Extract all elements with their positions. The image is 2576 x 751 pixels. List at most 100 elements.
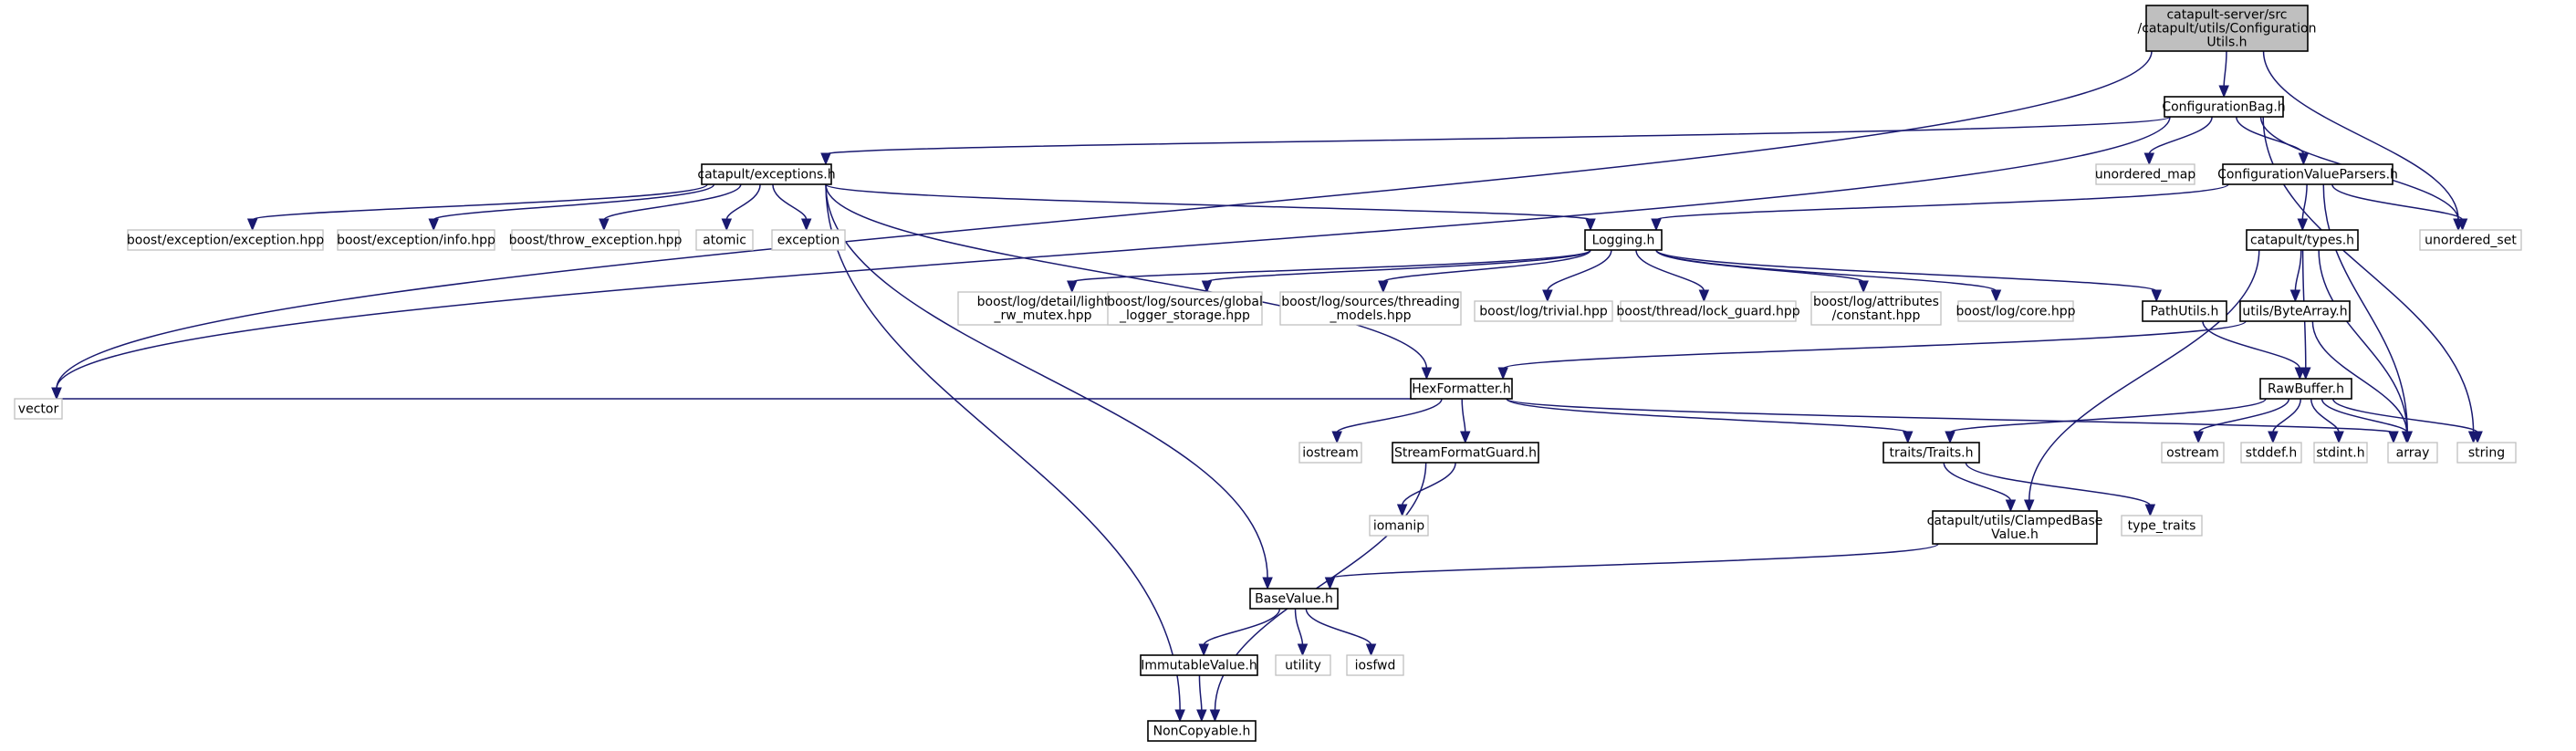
edge-logging-to-lock_guard (1635, 249, 1710, 303)
arrowhead (1378, 280, 1389, 294)
arrowhead (1421, 367, 1433, 381)
arrowhead (2005, 499, 2017, 513)
edge-rawbuffer-to-string (2331, 398, 2483, 444)
node-info_hpp: boost/exception/info.hpp (337, 229, 495, 251)
node-label-line: boost/exception/exception.hpp (127, 234, 324, 248)
arrowhead (1201, 280, 1213, 294)
node-box (2161, 442, 2225, 464)
edge-rawbuffer-to-stddef (2268, 398, 2302, 444)
edge-exceptions-to-exception (772, 183, 812, 232)
edge-basevalue-to-iosfwd (1305, 608, 1377, 657)
arrowhead (1067, 280, 1078, 294)
edge-exceptions-to-noncopyable (825, 183, 1185, 723)
node-configbag[interactable]: ConfigurationBag.h (2162, 96, 2286, 118)
node-label-line: iomanip (1373, 519, 1424, 534)
node-noncopyable[interactable]: NonCopyable.h (1147, 720, 1257, 742)
node-box (1346, 654, 1404, 676)
node-string: string (2456, 442, 2517, 464)
node-rawbuffer[interactable]: RawBuffer.h (2259, 378, 2352, 400)
node-box (1932, 510, 2098, 545)
edges-layer (51, 50, 2483, 723)
node-box (2313, 442, 2368, 464)
node-box (1369, 515, 1429, 537)
node-pathutils[interactable]: PathUtils.h (2142, 300, 2227, 322)
node-stdint: stdint.h (2313, 442, 2368, 464)
arrowhead (1297, 643, 1309, 657)
node-basevalue[interactable]: BaseValue.h (1249, 588, 1339, 610)
node-hexformatter[interactable]: HexFormatter.h (1410, 378, 1513, 400)
arrowhead (2218, 85, 2229, 99)
node-cvparsers[interactable]: ConfigurationValueParsers.h (2217, 163, 2398, 185)
node-box (511, 229, 680, 251)
arrowhead (2456, 218, 2468, 232)
arrowhead (2143, 152, 2155, 166)
node-label-line: /catapult/utils/Configuration (2137, 22, 2316, 37)
node-label-line: _models.hpp (1330, 308, 1412, 323)
node-box (1147, 720, 1257, 742)
edge-configbag-to-cvparsers (2236, 116, 2310, 166)
node-box (2164, 96, 2284, 118)
arrowhead (2294, 367, 2306, 381)
node-traits[interactable]: traits/Traits.h (1882, 442, 1980, 464)
edge-clamped-to-basevalue (1324, 543, 1939, 590)
node-box (2240, 442, 2302, 464)
node-box (2246, 229, 2359, 251)
node-immutable[interactable]: ImmutableValue.h (1140, 654, 1258, 676)
node-bytearray[interactable]: utils/ByteArray.h (2239, 300, 2351, 322)
arrowhead (1331, 431, 1342, 444)
arrowhead (2193, 431, 2204, 444)
arrowhead (1174, 709, 1185, 723)
arrowhead (1262, 577, 1273, 590)
edge-types-to-clamped (2024, 249, 2260, 513)
node-label-line: Value.h (1991, 527, 2039, 542)
nodes-layer: catapult-server/src/catapult/utils/Confi… (14, 5, 2522, 742)
node-box (2419, 229, 2522, 251)
node-attr_constant: boost/log/attributes/constant.hpp (1810, 291, 1942, 326)
node-trivial: boost/log/trivial.hpp (1474, 300, 1613, 322)
node-label-line: exception (777, 234, 840, 248)
node-box (771, 229, 846, 251)
node-label-line: _rw_mutex.hpp (994, 308, 1092, 323)
node-types[interactable]: catapult/types.h (2246, 229, 2359, 251)
arrowhead (2024, 499, 2035, 513)
node-logging[interactable]: Logging.h (1584, 229, 1663, 251)
node-exceptions[interactable]: catapult/exceptions.h (697, 163, 836, 185)
edge-streamformat-to-iomanip (1396, 462, 1456, 517)
edge-configbag-to-unordered_map (2143, 116, 2213, 166)
edge-cvparsers-to-unordered_set (2331, 183, 2468, 232)
edge-exceptions-to-logging (825, 183, 1596, 232)
node-label-line: catapult/exceptions.h (697, 168, 835, 183)
node-label-line: boost/throw_exception.hpp (509, 234, 683, 248)
node-box (1107, 291, 1263, 326)
edge-bytearray-to-hexformatter (1497, 320, 2247, 381)
node-box (1620, 300, 1797, 322)
node-threading: boost/log/sources/threading_models.hpp (1279, 291, 1462, 326)
node-label-line: HexFormatter.h (1412, 382, 1510, 397)
node-label-line: unordered_set (2425, 234, 2517, 248)
node-type_traits: type_traits (2121, 515, 2203, 537)
node-unordered_map: unordered_map (2095, 163, 2195, 185)
arrowhead (1990, 289, 2002, 303)
node-label-line: boost/log/sources/global (1107, 295, 1263, 309)
edge-hexformatter-to-streamformat (1460, 398, 1471, 444)
edge-exceptions-to-basevalue (825, 183, 1273, 590)
edge-traits-to-type_traits (1965, 462, 2156, 517)
edge-types-to-array (2318, 249, 2413, 444)
arrowhead (1324, 577, 1336, 590)
edge-root-to-configbag (2218, 50, 2229, 99)
edge-basevalue-to-immutable (1198, 608, 1281, 657)
node-streamformat[interactable]: StreamFormatGuard.h (1392, 442, 1539, 464)
edge-exceptions-to-exception_hpp (246, 183, 708, 232)
edge-logging-to-global_logger (1201, 249, 1591, 294)
edge-logging-to-attr_constant (1655, 249, 1869, 294)
node-box (2222, 163, 2393, 185)
edge-cvparsers-to-types (2297, 183, 2309, 232)
node-root[interactable]: catapult-server/src/catapult/utils/Confi… (2137, 5, 2317, 52)
arrowhead (1903, 431, 1914, 444)
node-label-line: atomic (703, 234, 746, 248)
node-iomanip: iomanip (1369, 515, 1429, 537)
arrowhead (2297, 218, 2309, 232)
edge-logging-to-pathutils (1655, 249, 2162, 303)
edge-root-to-unordered_set (2262, 50, 2464, 232)
